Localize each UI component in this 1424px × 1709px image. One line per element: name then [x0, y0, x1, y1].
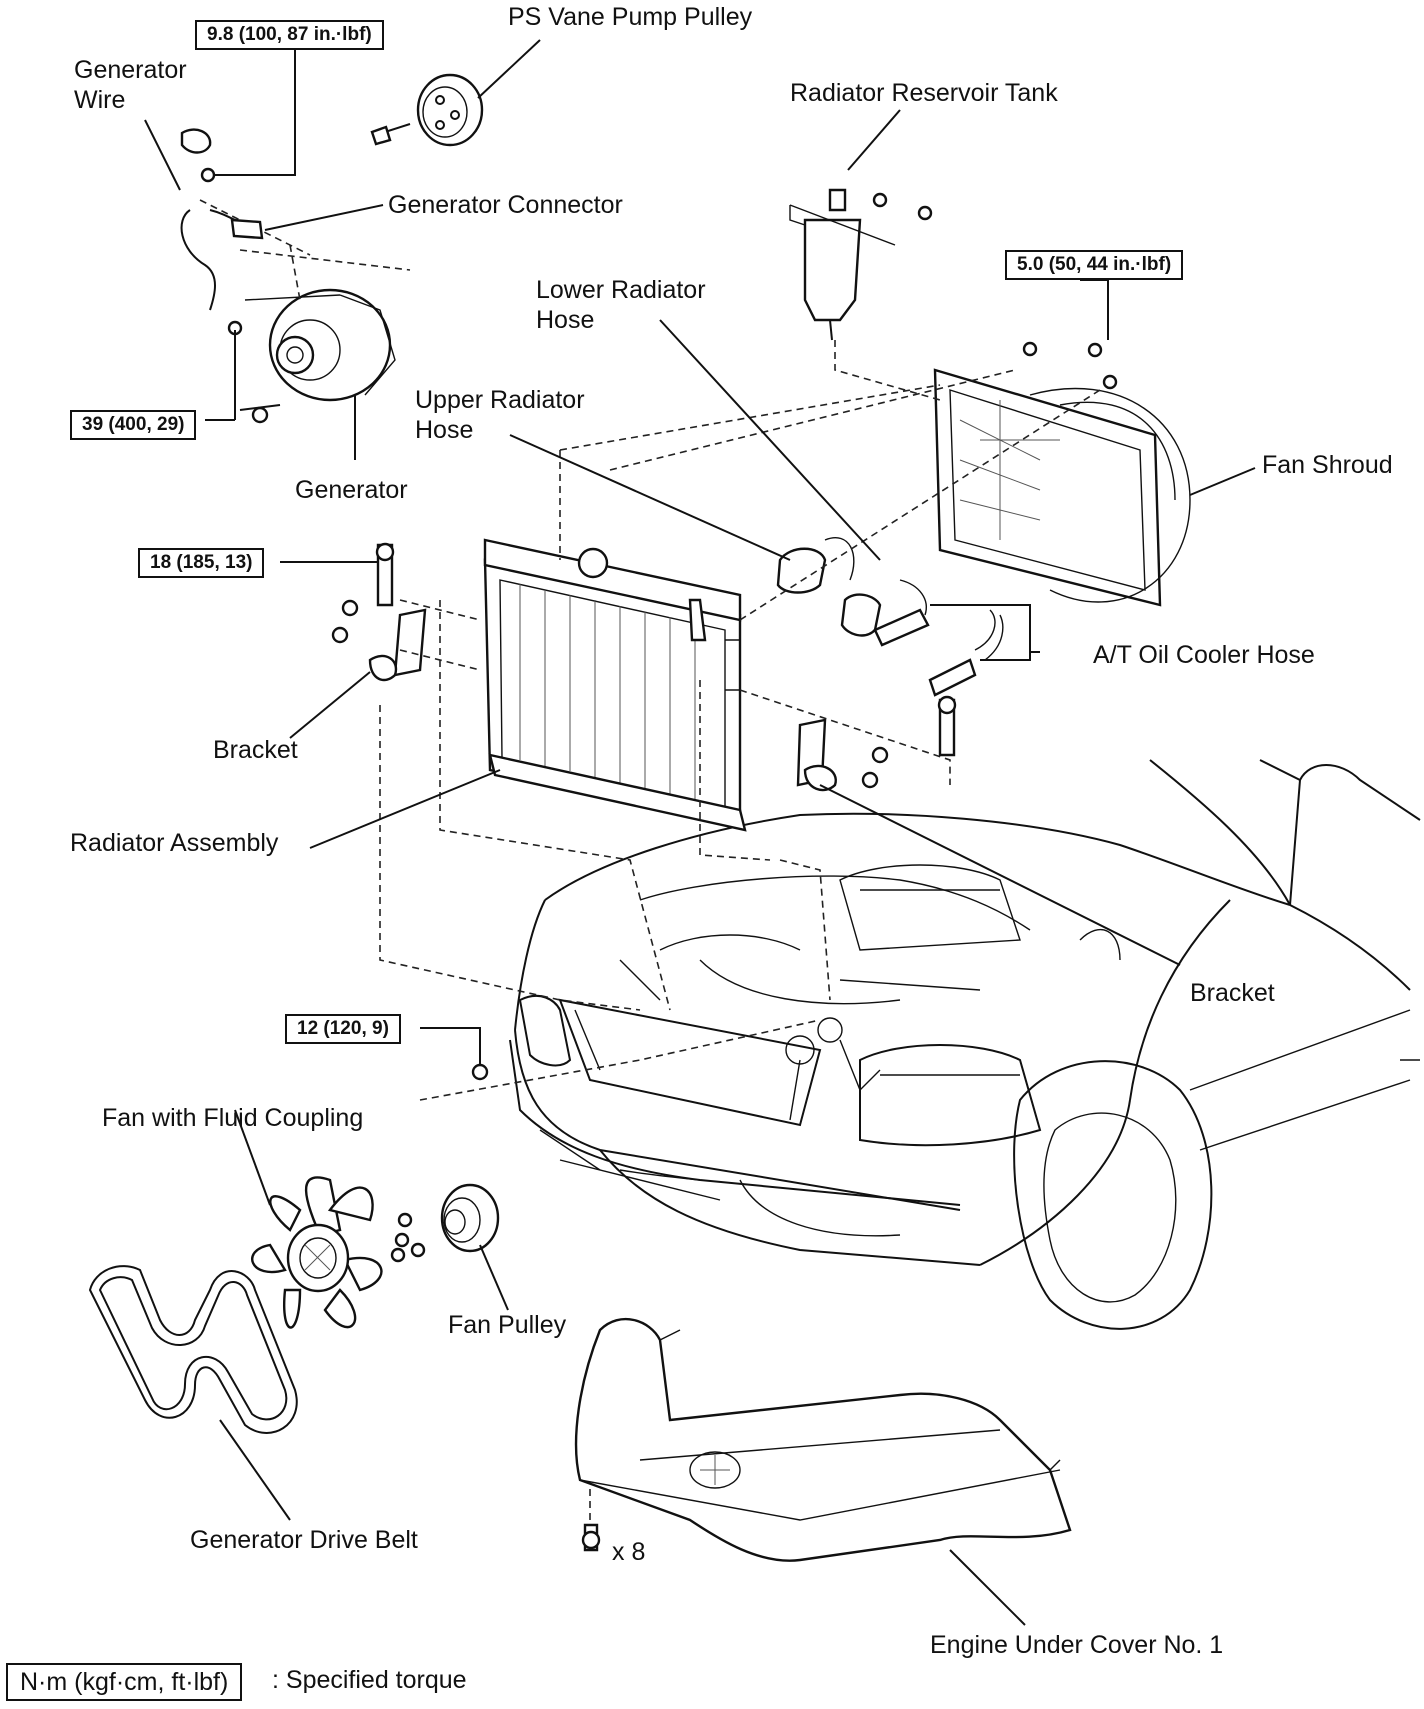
bolt-count-label: x 8 [612, 1538, 646, 1566]
torque-spec-generator: 39 (400, 29) [70, 410, 197, 440]
generator-drive-belt-label: Generator Drive Belt [190, 1526, 418, 1554]
legend-description: : Specified torque [272, 1666, 467, 1694]
leader-lines [144, 39, 1256, 1626]
generator-label: Generator [295, 476, 408, 504]
engine-under-cover-label: Engine Under Cover No. 1 [930, 1631, 1224, 1659]
upper-radiator-hose-label: Upper Radiator Hose [415, 386, 585, 444]
torque-spec-radiator-nut: 12 (120, 9) [285, 1014, 401, 1044]
ps-pulley-drawing [370, 73, 484, 147]
brackets-drawing [331, 341, 1118, 792]
drive-belt-drawing [88, 1265, 298, 1434]
lower-radiator-hose-label: Lower Radiator Hose [536, 276, 706, 334]
hoses-drawing [776, 537, 1004, 697]
fan-drawing [251, 1176, 383, 1329]
radiator-assembly-label: Radiator Assembly [70, 829, 279, 857]
fan-shroud-drawing [933, 368, 1191, 607]
legend-torque-unit: N·m (kgf·cm, ft·lbf) [6, 1663, 243, 1701]
fan-pulley-drawing [390, 1183, 500, 1263]
radiator-drawing [483, 538, 747, 832]
vehicle-front-drawing [509, 759, 1421, 1330]
fan-with-fluid-coupling-label: Fan with Fluid Coupling [102, 1104, 364, 1132]
torque-spec-generator-wire: 9.8 (100, 87 in.·lbf) [195, 20, 384, 50]
bracket-right-label: Bracket [1190, 979, 1275, 1007]
generator-connector-label: Generator Connector [388, 191, 623, 219]
torque-spec-bracket: 18 (185, 13) [138, 548, 265, 578]
ps-vane-pump-pulley-label: PS Vane Pump Pulley [508, 3, 753, 31]
radiator-reservoir-tank-label: Radiator Reservoir Tank [790, 79, 1058, 107]
fan-pulley-label: Fan Pulley [448, 1311, 567, 1339]
at-oil-cooler-hose-label: A/T Oil Cooler Hose [1093, 641, 1315, 669]
generator-wire-label: Generator Wire [74, 56, 187, 114]
fan-shroud-label: Fan Shroud [1262, 451, 1393, 479]
torque-spec-fan-shroud: 5.0 (50, 44 in.·lbf) [1005, 250, 1184, 280]
reservoir-tank-drawing [789, 188, 941, 401]
bracket-left-label: Bracket [213, 736, 298, 764]
generator-drawing [180, 128, 411, 424]
under-cover-drawing [574, 1317, 1072, 1562]
